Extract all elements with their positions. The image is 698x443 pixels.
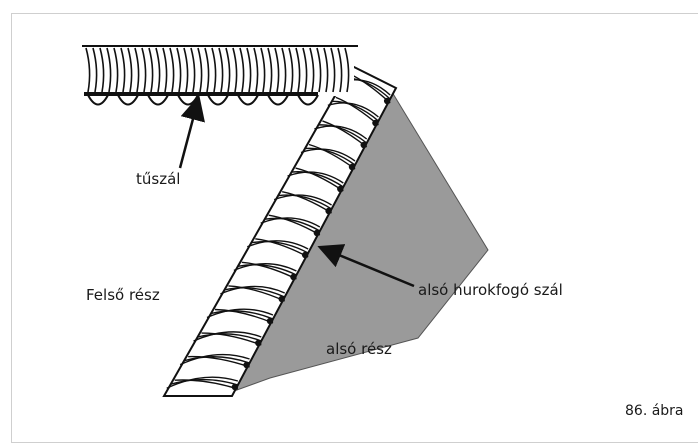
figure-caption: 86. ábra — [625, 404, 684, 418]
thread-loop — [268, 95, 288, 105]
thread-loop — [298, 95, 318, 105]
needle-thread-label: tűszál — [136, 172, 180, 187]
looper-knot — [325, 208, 331, 214]
thread-loop — [88, 95, 108, 105]
looper-knot — [290, 274, 296, 280]
lower-looper-thread-label: alsó hurokfogó szál — [418, 283, 563, 298]
looper-knot — [361, 142, 367, 148]
looper-knot — [349, 164, 355, 170]
top-stitch-row — [82, 46, 358, 105]
needle-thread-arrow — [180, 100, 198, 168]
thread-loop — [208, 95, 228, 105]
thread-loop — [178, 95, 198, 105]
thread-loop — [238, 95, 258, 105]
looper-knot — [337, 186, 343, 192]
looper-knot — [384, 98, 390, 104]
lower-part-label: alsó rész — [326, 342, 392, 357]
looper-knot — [232, 384, 238, 390]
thread-loop — [148, 95, 168, 105]
looper-knot — [302, 252, 308, 258]
upper-part-label: Felső rész — [86, 288, 160, 303]
looper-knot — [279, 296, 285, 302]
stitch-diagram — [0, 0, 698, 424]
looper-knot — [314, 230, 320, 236]
thread-loop — [118, 95, 138, 105]
looper-knot — [243, 362, 249, 368]
looper-knot — [255, 340, 261, 346]
looper-knot — [267, 318, 273, 324]
looper-knot — [372, 120, 378, 126]
